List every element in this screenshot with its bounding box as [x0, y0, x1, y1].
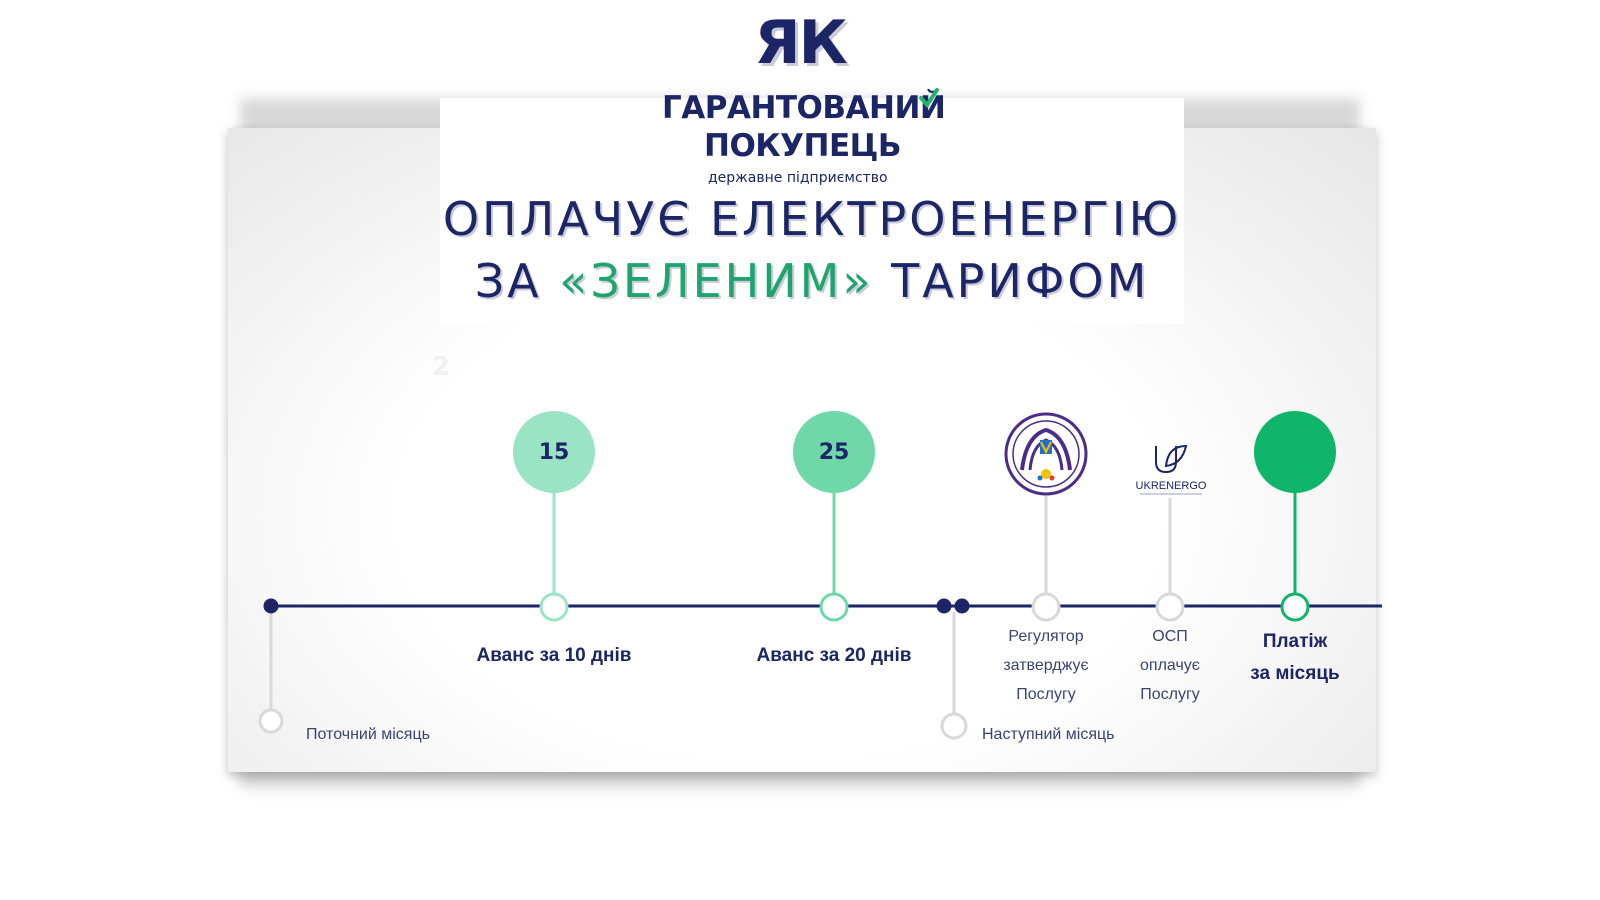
regulator-seal-icon [1004, 412, 1088, 496]
title-box [440, 98, 1184, 324]
next-month-start-dot [954, 598, 970, 614]
regulator-label-line3: Послугу [1016, 686, 1076, 703]
regulator-label-line1: Регулятор [1008, 628, 1084, 645]
payment-ring [1280, 592, 1310, 622]
ukrenergo-logo-icon: UKRENERGO [1136, 444, 1207, 495]
milestone-25-ring [819, 592, 849, 622]
next-month-label: Наступний місяць [982, 726, 1115, 743]
title-line1: ОПЛАЧУЄ ЕЛЕКТРОЕНЕРГІЮ [442, 192, 1182, 246]
milestone-25-day: 25 [818, 439, 850, 465]
milestone-15-day: 15 [538, 439, 570, 465]
regulator-label: Регулятор затверджує Послугу [986, 622, 1106, 709]
milestone-15-label: Аванс за 10 днів [476, 645, 632, 666]
ukrenergo-logo-text: UKRENERGO [1136, 480, 1207, 492]
osp-label-line1: ОСП [1152, 628, 1188, 645]
heading-yak: ЯК [754, 8, 847, 78]
osp-label: ОСП оплачує Послугу [1120, 622, 1220, 709]
logo-line1: ГАРАНТОВАНИЙ [662, 90, 946, 126]
title-line2-green: «ЗЕЛЕНИМ» [559, 254, 874, 308]
osp-label-line3: Послугу [1140, 686, 1200, 703]
title-line2-prefix: ЗА [474, 254, 560, 308]
next-month-ring [940, 712, 968, 740]
milestone-15-ring [539, 592, 569, 622]
title-line2-suffix: ТАРИФОМ [873, 254, 1150, 308]
payment-label: Платіж за місяць [1235, 626, 1355, 690]
current-month-ring [258, 708, 284, 734]
milestone-25-circle: 25 [793, 411, 875, 493]
milestone-25-label: Аванс за 20 днів [756, 645, 912, 666]
logo-line2: ПОКУПЕЦЬ [704, 128, 902, 164]
regulator-label-line2: затверджує [1003, 657, 1089, 674]
logo-line3: державне підприємство [708, 170, 888, 186]
milestone-15-circle: 15 [513, 411, 595, 493]
payment-label-line2: за місяць [1250, 663, 1340, 684]
title-line2: ЗА «ЗЕЛЕНИМ» ТАРИФОМ [440, 254, 1184, 308]
current-month-start-dot [263, 598, 279, 614]
payment-label-line1: Платіж [1262, 631, 1328, 652]
payment-circle [1254, 411, 1336, 493]
month-end-dot [936, 598, 952, 614]
current-month-label: Поточний місяць [306, 726, 430, 743]
osp-label-line2: оплачує [1140, 657, 1200, 674]
ghost-number: 2 [432, 352, 451, 382]
osp-ring [1155, 592, 1185, 622]
checkmark-icon [919, 88, 939, 109]
regulator-ring [1031, 592, 1061, 622]
